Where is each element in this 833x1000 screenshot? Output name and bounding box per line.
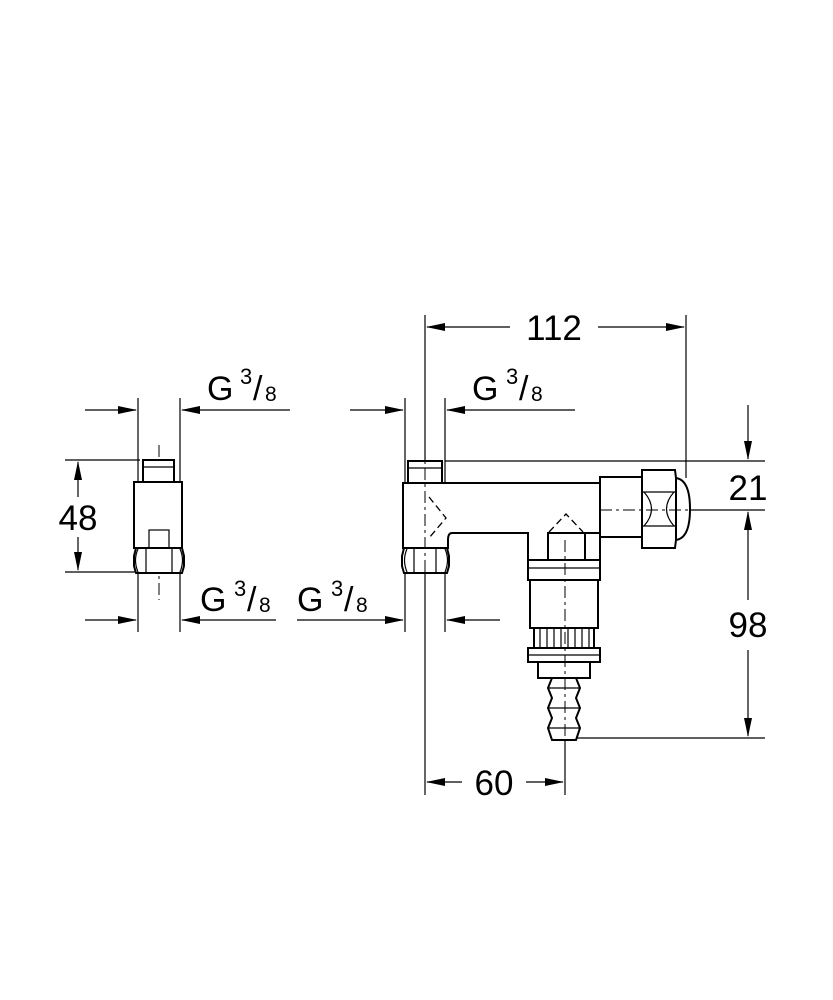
arrow-head	[118, 406, 137, 414]
arrow-head	[74, 461, 82, 480]
arrow-head	[446, 406, 465, 414]
right-nut	[641, 469, 677, 549]
thread-label-bottom-middle: G 3 / 8	[297, 576, 368, 619]
label-mask	[55, 497, 101, 537]
bottom-nut	[133, 547, 185, 574]
dimension-112: 112	[526, 309, 582, 348]
arrow-head	[744, 441, 752, 460]
hidden-line	[548, 513, 584, 533]
side-view: 48 G 3 / 8 G 3 / 8	[55, 364, 290, 632]
nut-curve	[643, 491, 653, 527]
dimension-60: 60	[475, 764, 514, 803]
front-view: 112 G 3 / 8 G 3 / 8 21 98	[297, 309, 767, 803]
right-connector	[599, 476, 643, 538]
thread-g: G	[207, 370, 233, 408]
thread-numerator: 3	[331, 576, 343, 601]
arrow-head	[385, 406, 404, 414]
arrow-head	[181, 406, 200, 414]
nut-curve	[179, 548, 184, 573]
nut-curve	[665, 491, 675, 527]
nut-curve	[134, 548, 139, 573]
coupling-body	[529, 579, 599, 629]
arrow-head	[181, 616, 200, 624]
hose-barb	[546, 677, 582, 741]
thread-numerator: 3	[234, 576, 246, 601]
thread-g: G	[297, 581, 323, 619]
branch-neck	[527, 533, 549, 561]
dimension-21: 21	[729, 469, 768, 508]
nut-curve	[444, 548, 449, 573]
thread-numerator: 3	[506, 364, 518, 389]
end-cap	[675, 476, 692, 542]
dimension-48: 48	[59, 499, 98, 538]
coupling-top	[527, 559, 601, 581]
ring-lower	[537, 661, 591, 679]
thread-label-bottom-left: G 3 / 8	[200, 576, 271, 619]
thread-numerator: 3	[240, 364, 252, 389]
thread-label-top-right: G 3 / 8	[472, 364, 543, 408]
hidden-line	[428, 496, 447, 539]
thread-g: G	[472, 370, 498, 408]
thread-slash: /	[519, 370, 529, 408]
arrow-head	[74, 552, 82, 571]
arrow-head	[118, 616, 137, 624]
thread-denominator: 8	[531, 383, 543, 406]
arrow-head	[446, 616, 465, 624]
thread-slash: /	[247, 581, 257, 619]
thread-denominator: 8	[356, 594, 368, 617]
nut-curve	[403, 548, 408, 573]
arrow-head	[385, 616, 404, 624]
knurl-lines	[539, 629, 590, 647]
thread-denominator: 8	[265, 383, 277, 406]
knurled-ring	[533, 627, 595, 649]
arrow-head	[426, 778, 445, 786]
arrow-head	[666, 323, 685, 331]
arrow-head	[744, 511, 752, 530]
branch-neck-right	[584, 532, 601, 561]
thread-denominator: 8	[259, 594, 271, 617]
arrow-head	[545, 778, 564, 786]
valve-body	[133, 481, 183, 549]
dimension-98: 98	[729, 606, 768, 645]
arrow-head	[426, 323, 445, 331]
nipple	[142, 459, 175, 483]
thread-slash: /	[344, 581, 354, 619]
arrow-head	[744, 718, 752, 737]
thread-g: G	[200, 581, 226, 619]
thread-slash: /	[253, 370, 263, 408]
thread-label-top-left: G 3 / 8	[207, 364, 277, 408]
